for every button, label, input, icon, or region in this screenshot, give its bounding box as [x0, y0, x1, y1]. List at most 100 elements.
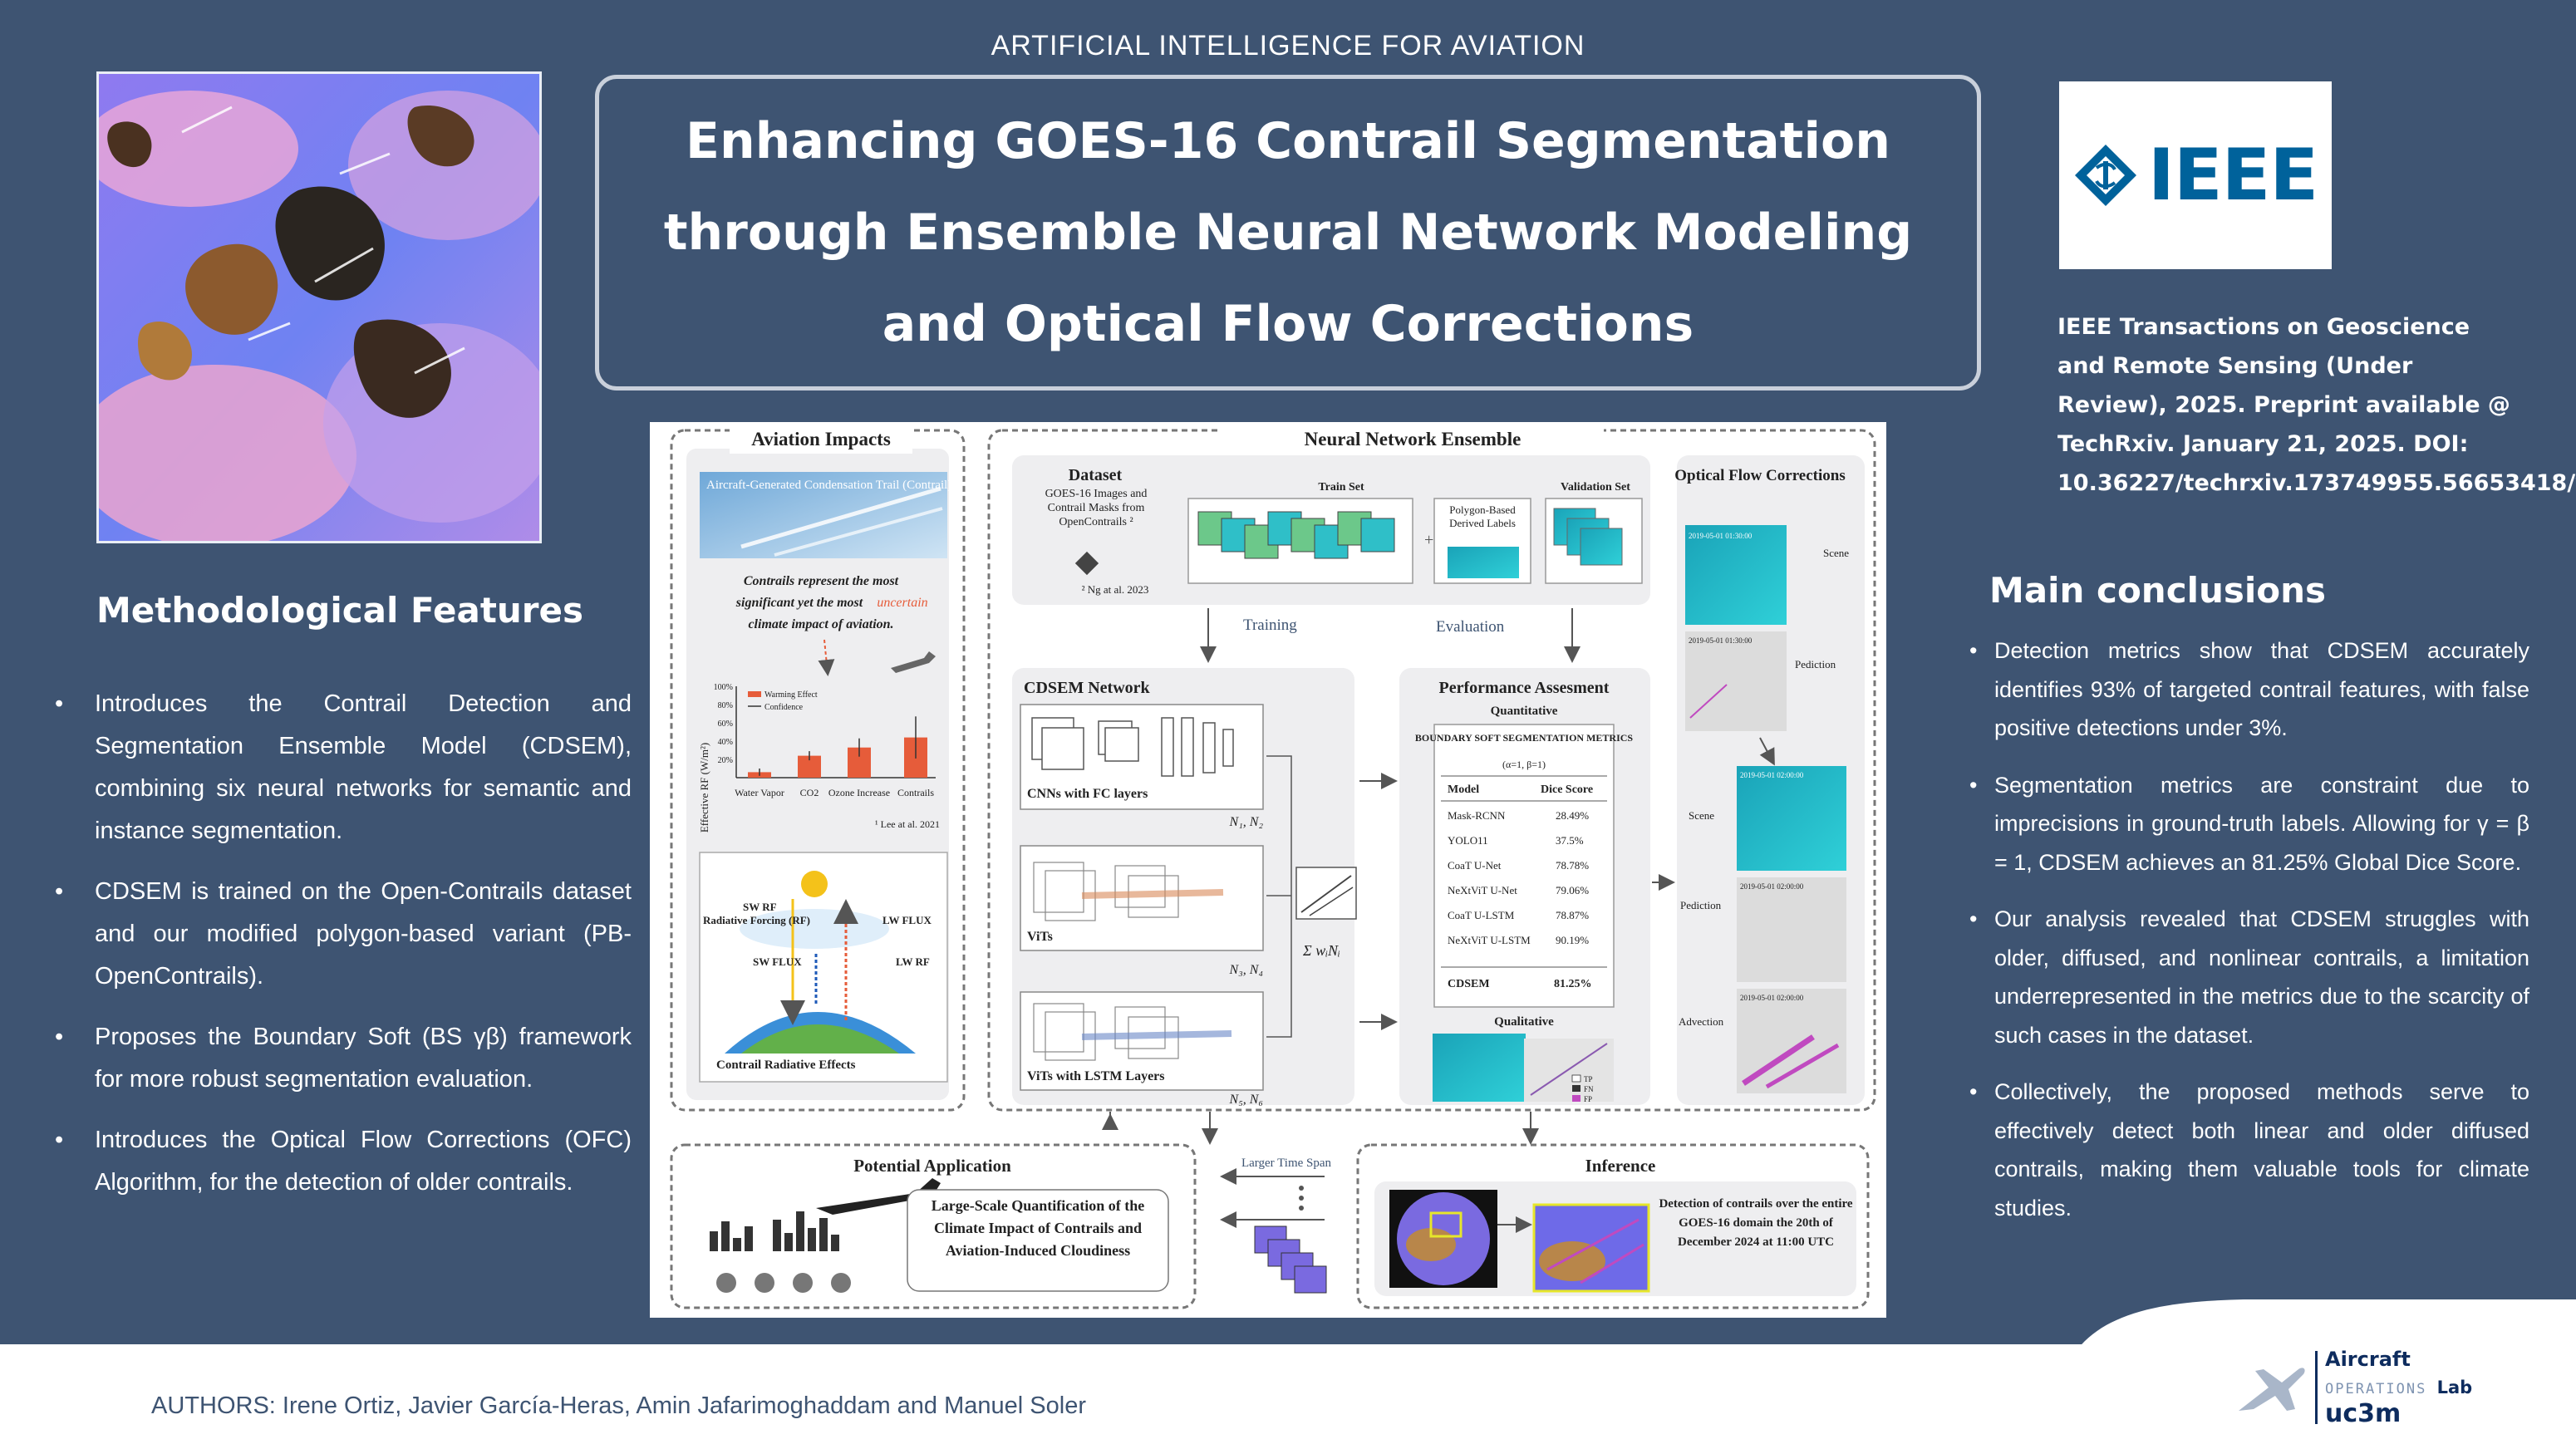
title-box: Enhancing GOES-16 Contrail Segmentation … [595, 75, 1981, 390]
nne-title: Neural Network Ensemble [1305, 429, 1522, 449]
satellite-icon [1074, 551, 1099, 576]
qual-legend: TP [1584, 1075, 1593, 1083]
ofc-stamp: 2019-05-01 02:00:00 [1740, 882, 1804, 891]
table-cell-score: 78.87% [1556, 909, 1589, 921]
airplane-icon [891, 651, 936, 673]
larger-time-label: Larger Time Span [1241, 1157, 1332, 1170]
ofc-label: Pediction [1680, 899, 1722, 911]
airplane-icon [2239, 1368, 2305, 1411]
rf-x-label: Contrails [897, 787, 934, 798]
rf-legend-warming: Warming Effect [764, 690, 818, 700]
contrail-text-2a: significant yet the most [735, 596, 863, 610]
methodological-list: Introduces the Contrail Detection and Se… [55, 683, 632, 1222]
radiative-title: Contrail Radiative Effects [716, 1058, 856, 1072]
poster-category: ARTIFICIAL INTELLIGENCE FOR AVIATION [991, 30, 1585, 61]
arch-n: N₅, N₆ [1229, 1093, 1263, 1107]
conclusions-heading: Main conclusions [1989, 570, 2327, 611]
rf-legend-confidence: Confidence [764, 703, 804, 712]
qual-legend: FN [1584, 1085, 1594, 1093]
satellite-image [96, 71, 542, 543]
arch-label: ViTs with LSTM Layers [1027, 1069, 1165, 1083]
rf-bar-chart: Effective RF (W/m²) 100% 80% 60% 40% 20%… [698, 683, 940, 833]
contrail-text-2b: uncertain [877, 596, 927, 610]
list-item: Introduces the Contrail Detection and Se… [55, 683, 632, 852]
ieee-wordmark: IEEE [2147, 134, 2318, 217]
footer-wave [2077, 1299, 2576, 1349]
footer [0, 1344, 2576, 1444]
ofc-stamp: 2019-05-01 01:30:00 [1689, 532, 1753, 540]
conclusions-list: Detection metrics show that CDSEM accura… [1969, 631, 2529, 1245]
dataset-ref: ² Ng at al. 2023 [1082, 583, 1149, 596]
quantitative-label: Quantitative [1491, 705, 1558, 718]
ieee-logo: IEEE [2059, 81, 2332, 269]
contrail-photo-label: Aircraft-Generated Condensation Trail (C… [706, 479, 951, 492]
evaluation-label: Evaluation [1436, 618, 1505, 636]
table-total-model: CDSEM [1448, 978, 1490, 990]
list-item: Our analysis revealed that CDSEM struggl… [1969, 900, 2529, 1054]
arch-label: ViTs [1027, 930, 1053, 944]
ofc-stamp: 2019-05-01 02:00:00 [1740, 994, 1804, 1002]
aircraft-operations-lab-logo: Aircraft OPERATIONS Lab uc3m [2235, 1339, 2501, 1431]
contrail-text-1: Contrails represent the most [744, 574, 899, 588]
table-col: Model [1448, 783, 1479, 796]
dataset-desc: GOES-16 Images and Contrail Masks from O… [1045, 488, 1148, 528]
lw-flux-label: LW FLUX [882, 914, 932, 926]
arch-n: N₃, N₄ [1229, 963, 1263, 977]
authors: AUTHORS: Irene Ortiz, Javier García-Hera… [151, 1392, 1086, 1419]
rf-source: ¹ Lee at al. 2021 [875, 818, 940, 830]
sw-flux-label: SW FLUX [753, 955, 802, 968]
ofc-label: Pediction [1795, 658, 1836, 670]
table-cell-model: YOLO11 [1448, 834, 1488, 847]
list-item: Detection metrics show that CDSEM accura… [1969, 631, 2529, 748]
aviation-impacts-title: Aviation Impacts [751, 429, 891, 449]
list-item: Introduces the Optical Flow Corrections … [55, 1119, 632, 1204]
train-set-label: Train Set [1318, 481, 1364, 494]
ofc-stamp: 2019-05-01 01:30:00 [1689, 636, 1753, 645]
list-item: Collectively, the proposed methods serve… [1969, 1073, 2529, 1227]
polygon-labels: Polygon-Based Derived Labels [1449, 503, 1516, 529]
dataset-title: Dataset [1069, 466, 1123, 484]
list-item: CDSEM is trained on the Open-Contrails d… [55, 871, 632, 998]
airplane-icon [816, 1178, 941, 1215]
potential-title: Potential Application [853, 1156, 1011, 1176]
arch-n: N₁, N₂ [1229, 815, 1264, 829]
lw-rf-label: LW RF [896, 955, 930, 968]
ofc-label: Scene [1823, 547, 1849, 559]
ofc-label: Scene [1689, 809, 1714, 822]
rf-y-tick: 40% [718, 738, 733, 747]
train-thumbnail [1360, 518, 1395, 553]
lab-line1: Aircraft [2325, 1348, 2411, 1371]
ofc-label: Advection [1679, 1015, 1724, 1028]
table-col: Dice Score [1541, 783, 1593, 796]
rf-y-tick: 80% [718, 701, 733, 710]
sum-formula: Σ wᵢNᵢ [1302, 942, 1340, 959]
ieee-diamond-icon [2074, 145, 2136, 206]
perf-title: Performance Assesment [1439, 679, 1610, 697]
table-cell-model: NeXtViT U-Net [1448, 884, 1517, 896]
poster-title: Enhancing GOES-16 Contrail Segmentation … [663, 112, 1913, 353]
table-cell-score: 78.78% [1556, 859, 1589, 872]
ofc-title: Optical Flow Corrections [1674, 467, 1845, 484]
qualitative-label: Qualitative [1494, 1015, 1554, 1029]
rf-y-tick: 60% [718, 720, 733, 729]
rf-ylabel: Effective RF (W/m²) [698, 743, 710, 833]
sun-icon [801, 871, 828, 897]
list-item: Proposes the Boundary Soft (BS γβ) frame… [55, 1016, 632, 1101]
table-cell-model: CoaT U-LSTM [1448, 909, 1515, 921]
table-cell-score: 37.5% [1556, 834, 1584, 847]
table-cell-score: 28.49% [1556, 809, 1589, 822]
inference-title: Inference [1585, 1156, 1656, 1176]
methodology-figure: Aviation Impacts Aircraft-Generated Cond… [650, 422, 1886, 1318]
potential-text: Large-Scale Quantification of the Climat… [931, 1197, 1145, 1259]
table-cell-model: CoaT U-Net [1448, 859, 1502, 872]
rf-x-label: CO2 [800, 787, 819, 798]
cdsem-title: CDSEM Network [1024, 679, 1151, 697]
training-label: Training [1243, 616, 1297, 634]
arch-label: CNNs with FC layers [1027, 787, 1148, 801]
validation-set-label: Validation Set [1561, 481, 1630, 494]
rf-x-label: Water Vapor [735, 787, 784, 798]
ofc-stamp: 2019-05-01 02:00:00 [1740, 771, 1804, 779]
table-total-score: 81.25% [1554, 978, 1592, 990]
table-cell-score: 90.19% [1556, 934, 1589, 946]
contrail-text-3: climate impact of aviation. [748, 617, 893, 631]
